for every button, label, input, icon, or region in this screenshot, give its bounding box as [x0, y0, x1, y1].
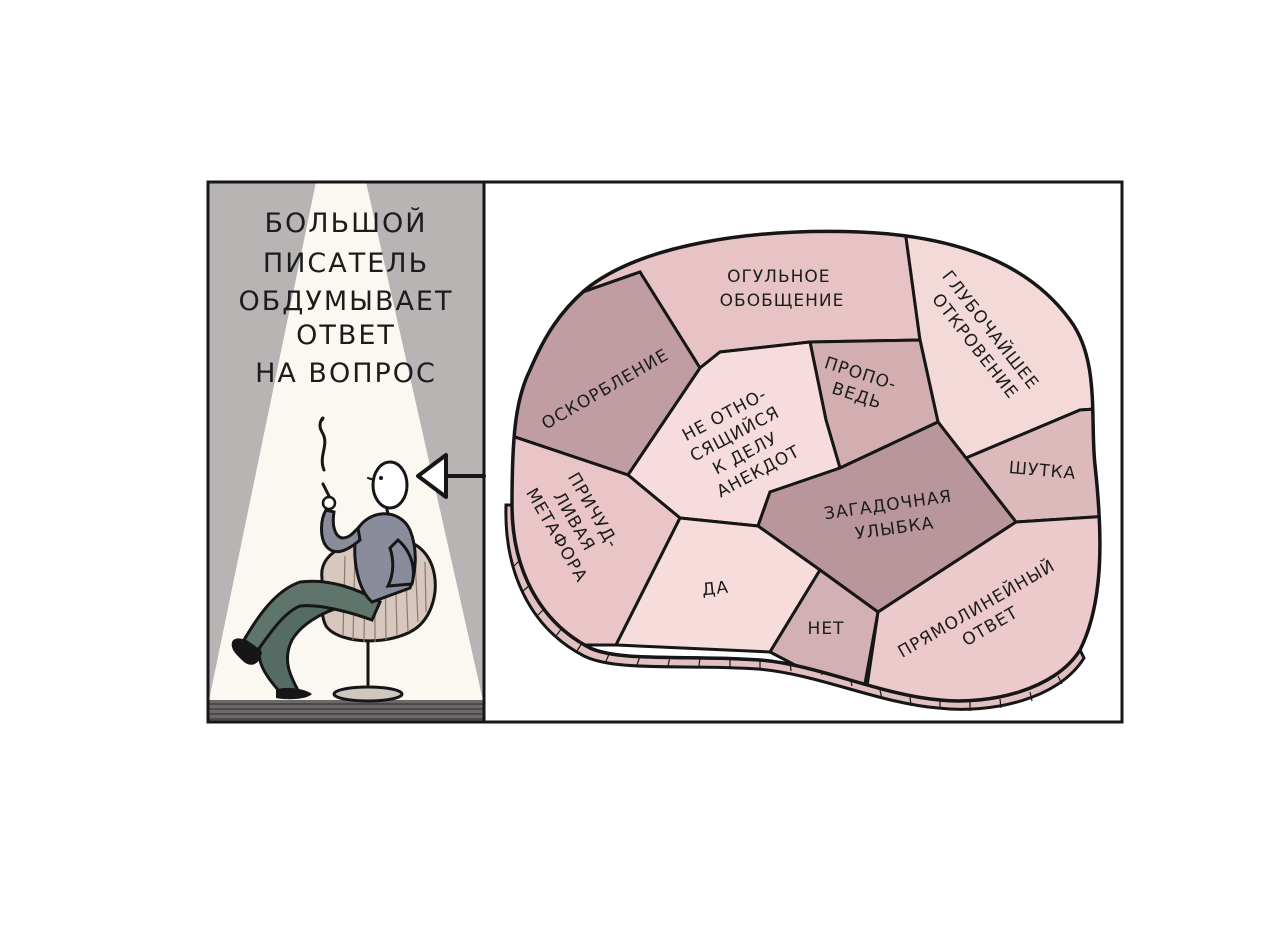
title-line: ОТВЕТ: [296, 320, 396, 351]
brain-outline: [510, 229, 1102, 703]
title-line: ПИСАТЕЛЬ: [263, 248, 429, 279]
smoke-wisp: [318, 416, 327, 472]
brain-panel: ОГУЛЬНОЕ ОБОБЩЕНИЕ ГЛУБОЧАЙШЕЕ ОТКРОВЕНИ…: [416, 180, 1124, 724]
title-line: НА ВОПРОС: [255, 358, 437, 389]
writer-head: [371, 460, 409, 510]
title-line: БОЛЬШОЙ: [265, 207, 428, 239]
label-net: НЕТ: [808, 619, 845, 639]
floor-hatching: [208, 703, 484, 720]
label-ogulnoe: ОГУЛЬНОЕ ОБОБЩЕНИЕ: [720, 267, 845, 311]
region-pryamolineyny: [860, 514, 1100, 701]
panel-title: БОЛЬШОЙ ПИСАТЕЛЬ ОБДУМЫВАЕТ ОТВЕТ НА ВОП…: [239, 207, 454, 389]
writer-figure: [231, 460, 417, 700]
arrow-left-icon: [416, 453, 486, 499]
writer-panel: БОЛЬШОЙ ПИСАТЕЛЬ ОБДУМЫВАЕТ ОТВЕТ НА ВОП…: [206, 180, 486, 724]
title-line: ОБДУМЫВАЕТ: [239, 286, 454, 317]
stage-floor: [208, 700, 484, 722]
label-da: ДА: [701, 578, 730, 601]
